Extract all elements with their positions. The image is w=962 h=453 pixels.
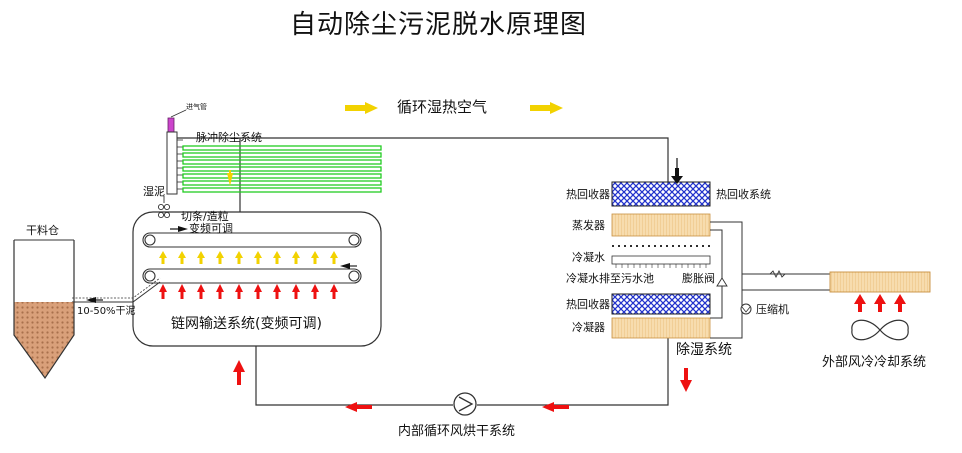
filter-tubes (182, 145, 382, 193)
yellow-up-arrow (330, 251, 338, 264)
red-up-arrow (273, 284, 281, 299)
label-pulse-dust: 脉冲除尘系统 (196, 131, 262, 144)
red-up-arrow (254, 284, 262, 299)
granulator (157, 196, 171, 219)
yellow-up-arrow (311, 251, 319, 264)
inlet-pipe (167, 117, 175, 133)
label-expansion-valve: 膨胀阀 (682, 272, 715, 285)
circulation-duct (176, 137, 669, 215)
yellow-up-arrow (178, 251, 186, 264)
yellow-up-arrow (197, 251, 205, 264)
dry-silo (13, 239, 75, 380)
red-up-arrow (178, 284, 186, 299)
yellow-up-arrow (235, 251, 243, 264)
pulse-dust-collector (166, 109, 187, 195)
yellow-up-arrow (292, 251, 300, 264)
fan-icon (851, 319, 909, 341)
label-inlet: 进气管 (186, 103, 207, 111)
condenser (611, 317, 711, 339)
pump-icon (453, 392, 477, 416)
coil-icon (769, 269, 786, 279)
label-dehumidify-system: 除湿系统 (676, 342, 732, 358)
label-dry-silo: 干料仓 (26, 224, 59, 237)
red-up-arrow (292, 284, 300, 299)
label-evaporator: 蒸发器 (572, 219, 605, 232)
return-duct (255, 338, 669, 406)
dryer-chamber (132, 211, 382, 347)
heat-recovery-bottom (611, 293, 711, 315)
return-red-arrows (233, 360, 692, 412)
dehumidifier-unit (611, 181, 711, 339)
yellow-up-arrow (254, 251, 262, 264)
page-title: 自动除尘污泥脱水原理图 (290, 10, 588, 40)
label-wet-sludge: 湿泥 (143, 185, 165, 198)
label-condensate-drain: 冷凝水排至污水池 (566, 272, 654, 285)
label-condenser: 冷凝器 (572, 321, 605, 334)
label-vfd-top: 变频可调 (189, 222, 233, 235)
red-up-arrow (235, 284, 243, 299)
dryer-red-arrows (159, 284, 338, 299)
compressor-icon (740, 303, 752, 315)
label-circulation-air: 循环湿热空气 (397, 98, 488, 116)
label-dry-sludge: 10-50%干泥 (77, 306, 136, 317)
yellow-down-arrow (227, 173, 233, 186)
label-cut-granulate: 切条/造粒 (181, 210, 229, 223)
red-up-arrow (330, 284, 338, 299)
red-up-arrow (311, 284, 319, 299)
red-up-arrow (197, 284, 205, 299)
conveyor-belts (142, 232, 362, 284)
yellow-up-arrow (159, 251, 167, 264)
valve-icon (716, 277, 728, 287)
yellow-up-arrow (273, 251, 281, 264)
discharge-chute (72, 277, 161, 303)
label-internal-drying: 内部循环风烘干系统 (398, 424, 516, 439)
red-up-arrow (159, 284, 167, 299)
label-heat-recovery-system: 热回收系统 (716, 188, 771, 201)
label-external-cooling: 外部风冷冷却系统 (822, 355, 927, 370)
refrigerant-piping (710, 221, 830, 339)
label-chain-conveyor: 链网输送系统(变频可调) (171, 316, 322, 332)
external-cooling-arrows (854, 294, 906, 312)
yellow-up-arrow (216, 251, 224, 264)
label-compressor: 压缩机 (756, 303, 789, 316)
red-up-arrow (216, 284, 224, 299)
heat-recovery-top (611, 181, 711, 207)
dryer-yellow-arrows (159, 251, 338, 264)
circulation-arrows (345, 102, 563, 114)
label-heat-recovery-left-top: 热回收器 (566, 188, 610, 201)
label-heat-recovery-left-bottom: 热回收器 (566, 298, 610, 311)
label-condensate: 冷凝水 (572, 251, 605, 264)
evaporator (611, 213, 711, 237)
external-cooling-coil (829, 271, 931, 293)
